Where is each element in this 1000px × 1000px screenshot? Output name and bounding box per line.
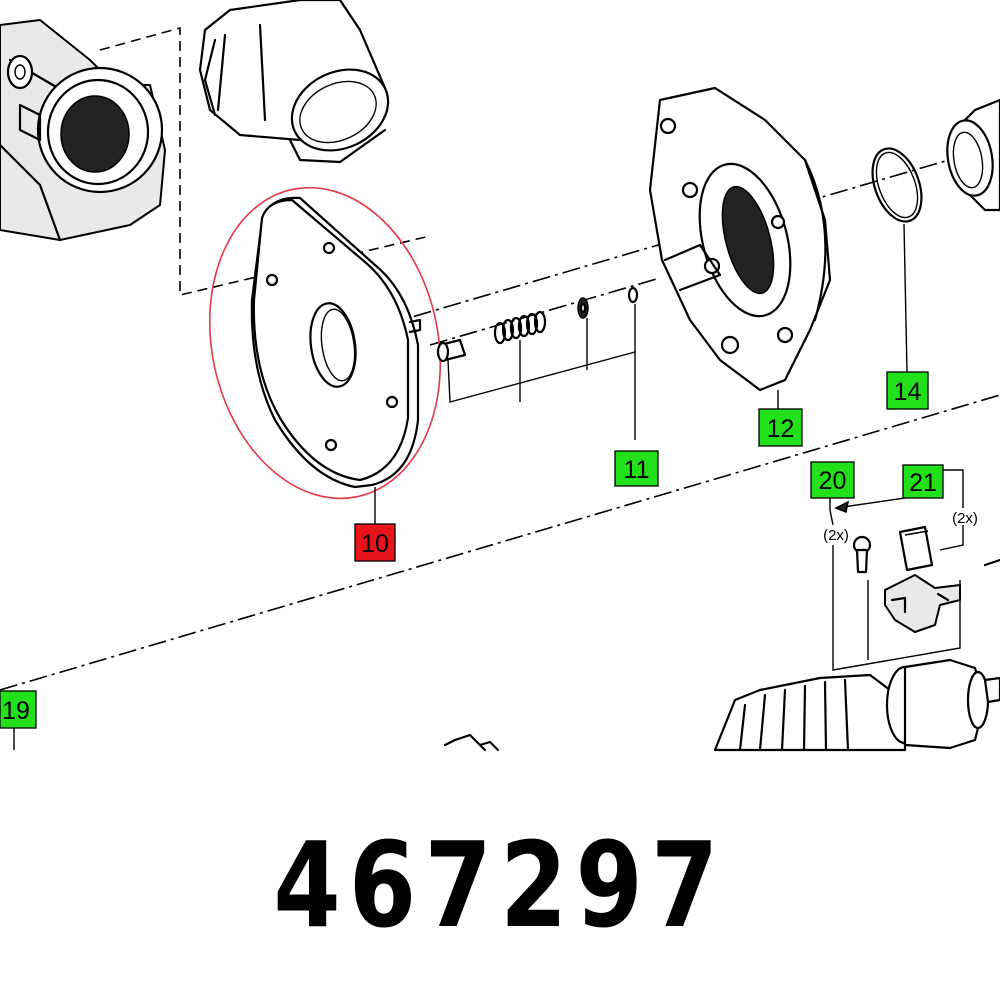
armature-part bbox=[713, 658, 1000, 752]
housing-part-top-left bbox=[0, 19, 166, 242]
quantity-note-21: (2x) bbox=[952, 510, 978, 527]
clip-part-bottom bbox=[443, 733, 500, 752]
hose-elbow-top bbox=[198, 0, 390, 164]
bearing-part-top-right bbox=[946, 98, 1000, 212]
part-number: 467297 bbox=[273, 816, 727, 954]
spring bbox=[493, 310, 547, 345]
callout-10: 10 bbox=[354, 523, 396, 562]
callout-19: 19 bbox=[0, 690, 37, 729]
callout-20: 20 bbox=[810, 461, 855, 499]
part-12-flange bbox=[648, 86, 832, 410]
callout-12: 12 bbox=[758, 408, 803, 447]
callout-12-label: 12 bbox=[767, 415, 795, 443]
part-11-group bbox=[436, 286, 639, 440]
callout-11-label: 11 bbox=[624, 456, 650, 484]
callout-14-label: 14 bbox=[894, 378, 922, 406]
callout-20-label: 20 bbox=[819, 467, 847, 495]
part-14-o-ring bbox=[871, 147, 923, 373]
callout-21: 21 bbox=[902, 464, 944, 499]
quantity-note-20: (2x) bbox=[823, 527, 849, 544]
callout-19-label: 19 bbox=[2, 697, 30, 725]
part-10-plate bbox=[250, 196, 422, 489]
highlight-ring bbox=[208, 186, 442, 500]
callout-14: 14 bbox=[886, 371, 929, 410]
callout-10-label: 10 bbox=[361, 530, 389, 558]
callout-21-label: 21 bbox=[909, 469, 937, 497]
brush-holder-group bbox=[829, 469, 1000, 671]
callout-11: 11 bbox=[614, 450, 659, 487]
